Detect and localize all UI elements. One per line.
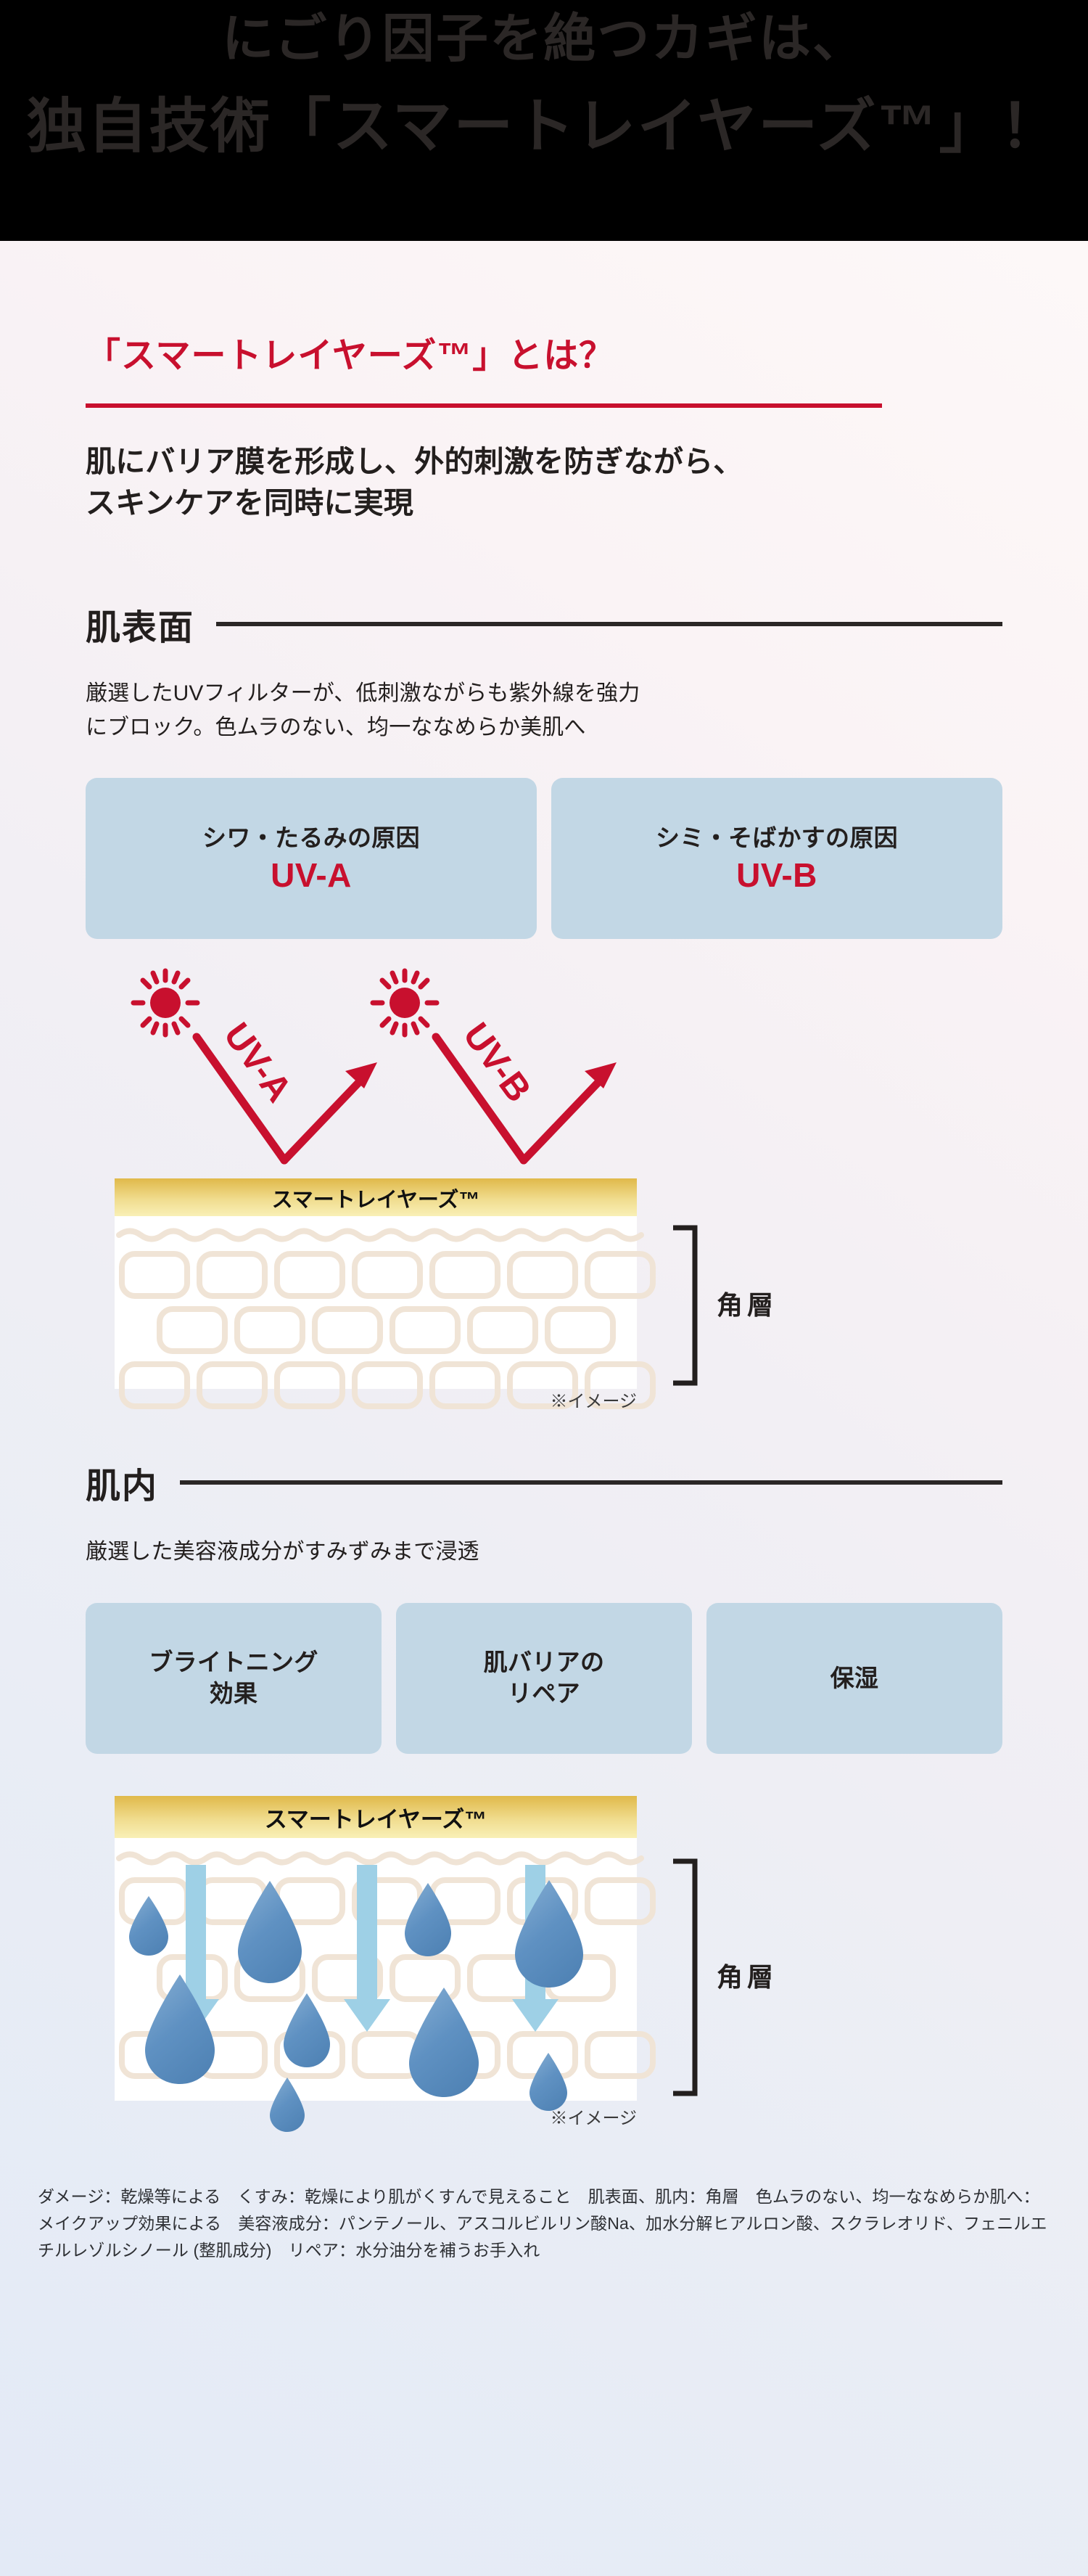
section-header-skin-inner: 肌内 xyxy=(86,1457,1002,1508)
legal-fine-print: ダメージ：乾燥等による くすみ：乾燥により肌がくすんで見えること 肌表面、肌内：… xyxy=(38,2186,1047,2260)
hero-headline-line1: にごり因子を絶つカギは、 xyxy=(221,10,867,68)
content-panel: 「スマートレイヤーズ™」とは？ 肌にバリア膜を形成し、外的刺激を防ぎながら、 ス… xyxy=(0,241,1088,2576)
hero-headline-line2: 独自技術「スマートレイヤーズ™」！ xyxy=(26,94,1062,160)
benefit-card-moisture: 保湿 xyxy=(706,1602,1002,1754)
uv-card-b-label: UV-B xyxy=(736,856,817,894)
benefit-card-brightening: ブライトニング 効果 xyxy=(86,1602,382,1754)
uv-card-a: シワ・たるみの原因 UV-A xyxy=(86,778,537,940)
section-rule xyxy=(215,622,1002,627)
uv-card-a-label: UV-A xyxy=(271,856,352,894)
image-note-inner: ※イメージ xyxy=(550,2109,637,2128)
smart-layers-band-label-inner: スマートレイヤーズ™ xyxy=(265,1807,487,1832)
benefit-card-moisture-label: 保湿 xyxy=(830,1664,879,1691)
sun-icon-uva xyxy=(131,968,200,1038)
benefit-card-group: ブライトニング 効果 肌バリアの リペア 保湿 xyxy=(86,1602,1002,1754)
uv-b-bounce-arrow xyxy=(432,1033,617,1165)
smart-layers-band-label-surface: スマートレイヤーズ™ xyxy=(272,1187,480,1212)
stratum-corneum-label-surface: 角層 xyxy=(717,1290,778,1320)
uv-a-bounce-arrow xyxy=(192,1033,377,1165)
lead-paragraph: 肌にバリア膜を形成し、外的刺激を防ぎながら、 スキンケアを同時に実現 xyxy=(86,445,743,520)
uv-a-ray-label: UV-A xyxy=(216,1015,300,1109)
hero-banner: にごり因子を絶つカギは、 独自技術「スマートレイヤーズ™」！ xyxy=(0,0,1088,241)
image-note-surface: ※イメージ xyxy=(550,1392,637,1411)
penetration-diagram: スマートレイヤーズ™ xyxy=(0,1789,1088,2152)
stratum-corneum-bracket-surface xyxy=(673,1225,698,1386)
uv-card-group: シワ・たるみの原因 UV-A シミ・そばかすの原因 UV-B xyxy=(86,778,1002,940)
benefit-card-barrier-repair-label: 肌バリアの リペア xyxy=(483,1649,605,1707)
sun-icon-uvb xyxy=(370,968,440,1038)
skin-cross-section-surface: スマートレイヤーズ™ xyxy=(115,1178,656,1410)
uv-reflection-diagram: UV-A UV-B スマートレイヤーズ™ xyxy=(0,939,1088,1411)
stratum-corneum-label-inner: 角層 xyxy=(717,1962,778,1992)
section-rule xyxy=(179,1480,1002,1485)
section-description-skin-surface: 厳選したUVフィルターが、低刺激ながらも紫外線を強力 にブロック。色ムラのない、… xyxy=(86,681,640,739)
section-description-skin-inner: 厳選した美容液成分がすみずみまで浸透 xyxy=(86,1540,479,1564)
uv-card-a-caption: シワ・たるみの原因 xyxy=(202,824,420,851)
benefit-card-barrier-repair: 肌バリアの リペア xyxy=(396,1602,692,1754)
section-title-skin-inner: 肌内 xyxy=(86,1467,158,1506)
title-underline xyxy=(86,403,882,408)
section-header-skin-surface: 肌表面 xyxy=(86,599,1002,649)
benefit-card-brightening-label: ブライトニング 効果 xyxy=(149,1649,318,1707)
uv-b-ray-label: UV-B xyxy=(456,1015,540,1109)
skin-cross-section-inner: スマートレイヤーズ™ xyxy=(115,1795,656,2132)
serum-droplet-group xyxy=(129,1879,583,2132)
uv-card-b-caption: シミ・そばかすの原因 xyxy=(656,824,898,851)
page-title: 「スマートレイヤーズ™」とは？ xyxy=(86,337,615,375)
uv-card-b: シミ・そばかすの原因 UV-B xyxy=(551,778,1002,940)
section-title-skin-surface: 肌表面 xyxy=(86,609,194,648)
stratum-corneum-bracket-inner xyxy=(673,1858,698,2096)
